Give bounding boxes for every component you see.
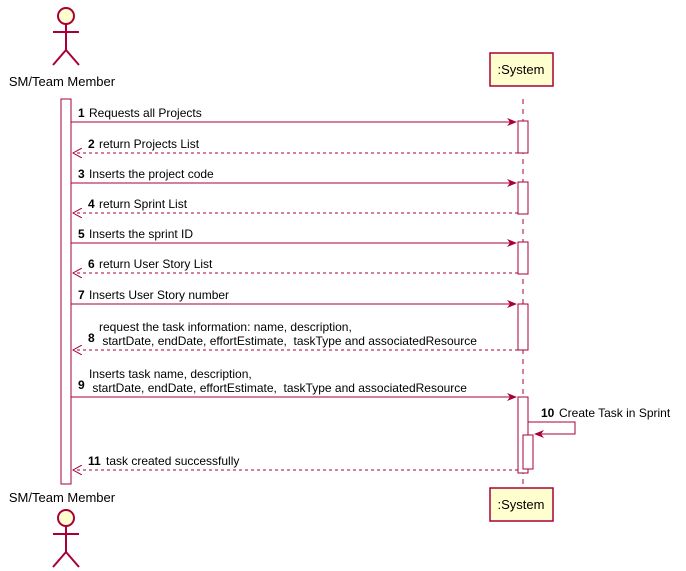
- message-label: startDate, endDate, effortEstimate, task…: [99, 334, 477, 348]
- message-number: 11: [88, 454, 101, 468]
- message-2: 2 return Projects List: [73, 137, 518, 153]
- message-number: 7: [78, 288, 85, 302]
- message-number: 8: [88, 331, 95, 345]
- message-label: Inserts User Story number: [89, 288, 229, 302]
- message-number: 3: [78, 167, 85, 181]
- message-label: return User Story List: [99, 257, 213, 271]
- message-5: 5 Inserts the sprint ID: [71, 227, 517, 247]
- actor-bottom-label: SM/Team Member: [9, 490, 116, 505]
- system-activation-bar: [517, 303, 529, 351]
- message-label: startDate, endDate, effortEstimate, task…: [89, 381, 467, 395]
- system-participant-bottom: :System: [489, 487, 554, 522]
- message-label: Create Task in Sprint: [559, 406, 671, 420]
- system-participant-bottom-label: :System: [498, 497, 545, 512]
- message-label: return Projects List: [99, 137, 200, 151]
- message-number: 10: [541, 406, 555, 420]
- self-message-arrow: [528, 421, 576, 438]
- system-activation-bar: [517, 181, 529, 215]
- message-number: 4: [88, 197, 95, 211]
- system-nested-activation-bar: [522, 434, 534, 470]
- actor-top-icon: [52, 7, 80, 66]
- message-label: Inserts task name, description,: [89, 367, 252, 381]
- message-number: 6: [88, 257, 95, 271]
- message-label: task created successfully: [106, 454, 239, 468]
- system-activation-bar: [517, 241, 529, 275]
- message-label: request the task information: name, desc…: [99, 320, 352, 334]
- message-1: 1 Requests all Projects: [71, 106, 517, 126]
- actor-top: SM/Team Member: [9, 7, 116, 89]
- message-6: 6 return User Story List: [73, 257, 518, 273]
- message-number: 5: [78, 227, 85, 241]
- message-9: 9 Inserts task name, description, startDa…: [71, 367, 517, 401]
- system-activation-bar: [517, 120, 529, 154]
- message-number: 1: [78, 106, 85, 120]
- system-participant-top-label: :System: [498, 62, 545, 77]
- actor-top-label: SM/Team Member: [9, 74, 116, 89]
- actor-activation-bar: [60, 98, 72, 485]
- message-4: 4 return Sprint List: [73, 197, 518, 213]
- message-label: Requests all Projects: [89, 106, 202, 120]
- message-number: 2: [88, 137, 95, 151]
- message-number: 9: [78, 378, 85, 392]
- system-participant-top: :System: [489, 52, 554, 87]
- message-label: return Sprint List: [99, 197, 188, 211]
- message-label: Inserts the project code: [89, 167, 214, 181]
- actor-bottom: SM/Team Member: [9, 490, 116, 568]
- message-3: 3 Inserts the project code: [71, 167, 517, 187]
- message-11: 11 task created successfully: [73, 454, 518, 470]
- message-7: 7 Inserts User Story number: [71, 288, 517, 308]
- message-8: 8 request the task information: name, des…: [73, 320, 518, 350]
- actor-bottom-icon: [52, 509, 80, 568]
- message-10: 10 Create Task in Sprint: [528, 406, 671, 438]
- message-label: Inserts the sprint ID: [89, 227, 193, 241]
- messages: 1 Requests all Projects 2 return Projects L…: [71, 106, 671, 470]
